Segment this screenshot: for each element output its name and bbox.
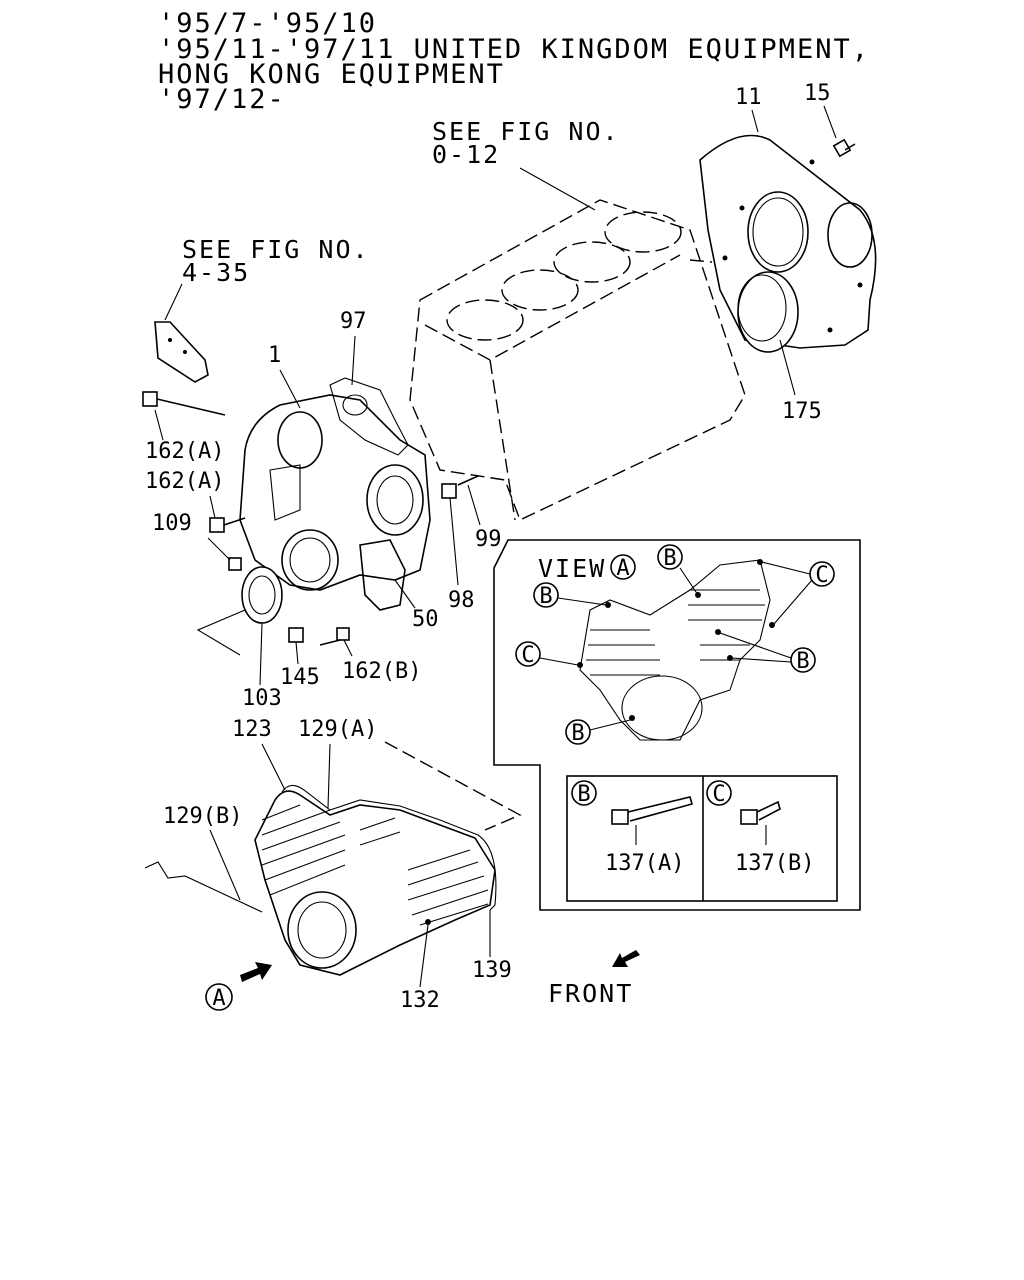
leader-marker-b-top	[679, 567, 699, 596]
view-panel-letter: A	[616, 556, 629, 581]
leader-103-bracket	[196, 609, 246, 656]
callout-132: 132	[400, 988, 440, 1013]
marker-b-top: B	[663, 546, 676, 571]
callout-139: 139	[472, 958, 512, 983]
stud-99	[441, 475, 479, 499]
gear-case	[239, 394, 431, 591]
leader-marker-b-left	[557, 597, 607, 606]
leader-rear-plate-dash	[689, 259, 713, 263]
front-arrow: FRONT	[548, 950, 640, 1008]
leader-marker-c-left	[539, 657, 579, 666]
leader-11	[751, 109, 759, 133]
callout-50: 50	[412, 607, 439, 632]
marker-c-left: C	[521, 643, 534, 668]
callout-97: 97	[340, 309, 367, 334]
engine-block	[409, 199, 746, 521]
header-line-2: '95/11-'97/11 UNITED KINGDOM EQUIPMENT,	[158, 34, 870, 65]
leader-97	[351, 335, 356, 386]
leader-marker-b-bottom	[589, 719, 631, 731]
callout-1: 1	[268, 343, 281, 368]
marker-c-right: C	[815, 563, 828, 588]
leader-129a	[327, 743, 331, 809]
callout-162a-2: 162(A)	[145, 469, 224, 494]
leader-129a-dash	[384, 741, 522, 831]
leader-132	[419, 924, 429, 988]
callout-99: 99	[475, 527, 502, 552]
view-arrow-letter: A	[212, 986, 225, 1011]
leader-marker-c-right-b	[773, 579, 813, 625]
bolt-109	[228, 557, 242, 571]
front-oil-seal	[241, 566, 283, 624]
callout-129a: 129(A)	[298, 717, 377, 742]
gasket-129a	[281, 784, 479, 836]
gear-case-gasket	[329, 377, 409, 456]
marker-b-bottom: B	[571, 721, 584, 746]
bolt-145	[288, 627, 304, 643]
leader-162a-1	[154, 409, 164, 441]
bolt-162a-upper	[142, 391, 226, 416]
view-panel: VIEW A B B C	[493, 539, 861, 911]
callout-11: 11	[735, 85, 762, 110]
leader-103	[259, 622, 263, 686]
bolt-162a-lower	[209, 517, 246, 533]
view-panel-title: VIEW	[538, 554, 606, 583]
leader-marker-b-right-b	[731, 657, 792, 663]
view-arrow: A	[205, 962, 272, 1011]
bolt-137b-icon	[740, 800, 781, 825]
detail-marker-b: B	[577, 782, 590, 807]
leader-129b	[209, 829, 241, 901]
front-label: FRONT	[548, 979, 633, 1008]
header-line-1: '95/7-'95/10	[158, 8, 377, 39]
seal-139	[477, 834, 497, 911]
rear-oil-seal	[737, 271, 799, 353]
leader-15	[823, 105, 837, 139]
leader-109	[207, 537, 231, 561]
rear-plate	[699, 134, 877, 349]
callout-103: 103	[242, 686, 282, 711]
leader-175	[779, 339, 796, 396]
leader-50	[394, 579, 416, 609]
bracket-part	[154, 321, 209, 383]
header-line-3: HONG KONG EQUIPMENT	[158, 59, 505, 90]
bolt-15	[832, 138, 856, 158]
part-50	[359, 539, 406, 611]
callout-129b: 129(B)	[163, 804, 242, 829]
callout-162a-1: 162(A)	[145, 439, 224, 464]
callout-109: 109	[152, 511, 192, 536]
leader-162a-2	[209, 495, 216, 519]
leader-see-fig-bracket	[164, 283, 183, 321]
bolt-162b	[319, 627, 350, 646]
bolt-137a-icon	[611, 796, 693, 825]
leader-marker-c-right-a	[761, 561, 811, 575]
callout-162b: 162(B)	[342, 659, 421, 684]
leader-145	[295, 641, 299, 665]
leader-162b	[343, 639, 353, 657]
leader-98	[449, 497, 459, 586]
header-line-4: '97/12-	[158, 84, 286, 115]
see-fig-block-label: SEE FIG NO.	[432, 117, 620, 146]
callout-175: 175	[782, 399, 822, 424]
leader-marker-b-right-a	[719, 632, 792, 659]
callout-145: 145	[280, 665, 320, 690]
detail-marker-c: C	[712, 782, 725, 807]
see-fig-bracket-label: SEE FIG NO.	[182, 235, 370, 264]
callout-15: 15	[804, 81, 831, 106]
header: '95/7-'95/10 '95/11-'97/11 UNITED KINGDO…	[158, 8, 870, 115]
see-fig-bracket-number: 4-35	[182, 258, 250, 287]
leader-see-fig-block	[519, 167, 596, 211]
leader-123	[261, 743, 286, 791]
callout-137b: 137(B)	[735, 851, 814, 876]
callout-123: 123	[232, 717, 272, 742]
see-fig-block-number: 0-12	[432, 140, 500, 169]
marker-b-left: B	[539, 584, 552, 609]
leader-1	[279, 369, 301, 409]
callout-137a: 137(A)	[605, 851, 684, 876]
callout-98: 98	[448, 588, 475, 613]
gasket-129b	[144, 861, 263, 913]
leader-99	[467, 484, 481, 526]
timing-cover	[254, 790, 496, 976]
marker-b-right: B	[796, 649, 809, 674]
